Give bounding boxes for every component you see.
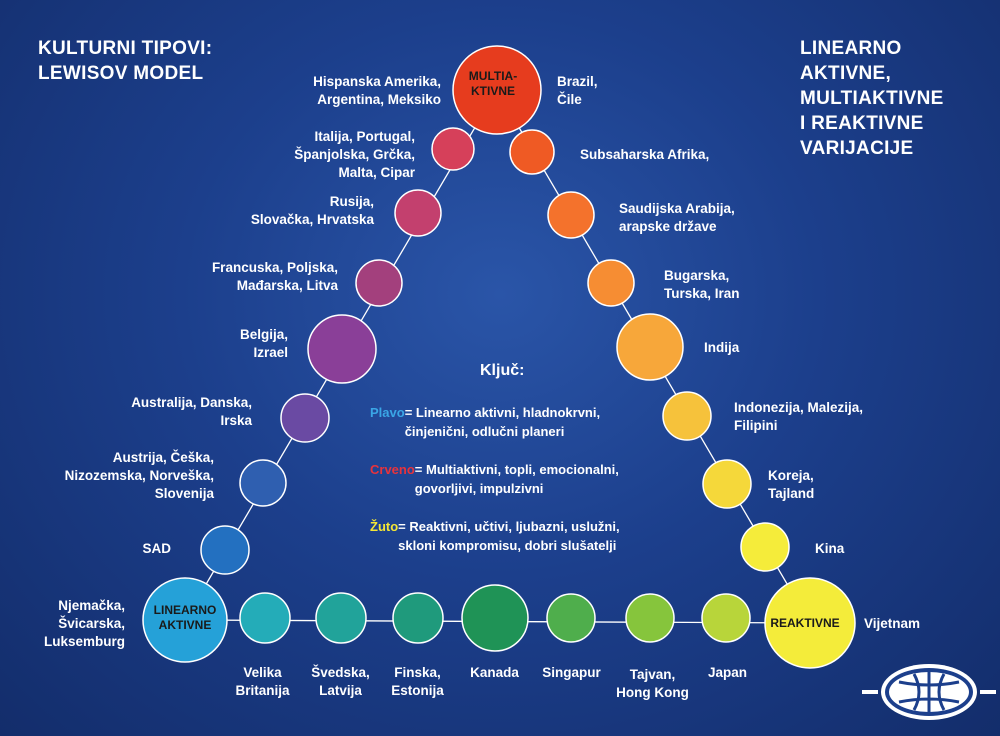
node-japan	[701, 593, 751, 643]
label-indija: Indija	[704, 340, 740, 355]
node-svedska	[315, 592, 367, 644]
node-subsaharska	[509, 129, 555, 175]
label-njemacka: Njemačka, Švicarska, Luksemburg	[43, 598, 125, 649]
node-singapur	[546, 593, 596, 643]
triangle-nodes	[142, 45, 856, 669]
label-sad: SAD	[142, 541, 171, 556]
label-australija: Australija, Danska, Irska	[131, 395, 252, 428]
node-belgija	[307, 314, 377, 384]
label-vijetnam: Vijetnam	[864, 616, 921, 631]
label-finska: Finska, Estonija	[391, 665, 444, 698]
node-australija	[280, 393, 330, 443]
key-blue-name: Plavo	[370, 405, 405, 420]
title-right: LINEARNO AKTIVNE, MULTIAKTIVNE I REAKTIV…	[800, 38, 944, 159]
node-francuska	[355, 259, 403, 307]
globe-logo-icon	[862, 664, 996, 720]
key-yellow: Žuto = Reaktivni, učtivi, ljubazni, uslu…	[370, 517, 620, 555]
label-belgija: Belgija, Izrael	[239, 327, 288, 360]
label-bugarska: Bugarska, Turska, Iran	[664, 268, 740, 301]
node-rusija	[394, 189, 442, 237]
node-italija	[431, 127, 475, 171]
node-bugarska	[587, 259, 635, 307]
label-subsaharska: Subsaharska Afrika,	[580, 147, 710, 162]
key-yellow-name: Žuto	[370, 519, 399, 534]
node-linear	[142, 577, 228, 663]
node-indonezija	[662, 391, 712, 441]
title-left: KULTURNI TIPOVI: LEWISOV MODEL	[38, 38, 213, 84]
node-multiactive	[452, 45, 542, 135]
label-austrija: Austrija, Češka, Nizozemska, Norveška, S…	[64, 450, 214, 501]
label-brazil: Brazil, Čile	[557, 74, 598, 107]
node-reactive	[764, 577, 856, 669]
key-red-desc: = Multiaktivni, topli, emocionalni, govo…	[414, 462, 619, 496]
label-kanada: Kanada	[470, 665, 519, 680]
node-austrija	[239, 459, 287, 507]
label-koreja: Koreja, Tajland	[768, 468, 815, 501]
node-finska	[392, 592, 444, 644]
label-italija: Italija, Portugal, Španjolska, Grčka, Ma…	[294, 129, 415, 180]
label-hispanska: Hispanska Amerika, Argentina, Meksiko	[313, 74, 441, 107]
key-title: Ključ:	[480, 362, 525, 379]
node-velika	[239, 592, 291, 644]
label-francuska: Francuska, Poljska, Mađarska, Litva	[211, 260, 338, 293]
label-tajvan: Tajvan, Hong Kong	[616, 667, 689, 700]
vertex-multiactive-label: MULTIA- KTIVNE	[468, 69, 518, 98]
key-blue-desc: = Linearno aktivni, hladnokrvni, činjeni…	[404, 405, 601, 439]
node-koreja	[702, 459, 752, 509]
label-japan: Japan	[707, 665, 748, 680]
label-saudijska: Saudijska Arabija, arapske države	[619, 201, 735, 234]
node-kanada	[461, 584, 529, 652]
label-svedska: Švedska, Latvija	[311, 665, 370, 698]
key-blue: Plavo = Linearno aktivni, hladnokrvni, č…	[370, 403, 600, 441]
vertex-linear-label: LINEARNO AKTIVNE	[153, 603, 217, 632]
node-saudijska	[547, 191, 595, 239]
node-indija	[616, 313, 684, 381]
vertex-reactive-label: REAKTIVNE	[770, 616, 840, 630]
node-kina	[740, 522, 790, 572]
label-kina: Kina	[815, 541, 845, 556]
label-rusija: Rusija, Slovačka, Hrvatska	[250, 194, 374, 227]
node-sad	[200, 525, 250, 575]
label-singapur: Singapur	[542, 665, 601, 680]
key-red-name: Crveno	[370, 462, 415, 477]
node-tajvan	[625, 593, 675, 643]
label-velika: Velika Britanija	[235, 665, 290, 698]
key-red: Crveno = Multiaktivni, topli, emocionaln…	[370, 460, 619, 498]
label-indonezija: Indonezija, Malezija, Filipini	[734, 400, 864, 433]
key-yellow-desc: = Reaktivni, učtivi, ljubazni, uslužni, …	[398, 519, 620, 553]
